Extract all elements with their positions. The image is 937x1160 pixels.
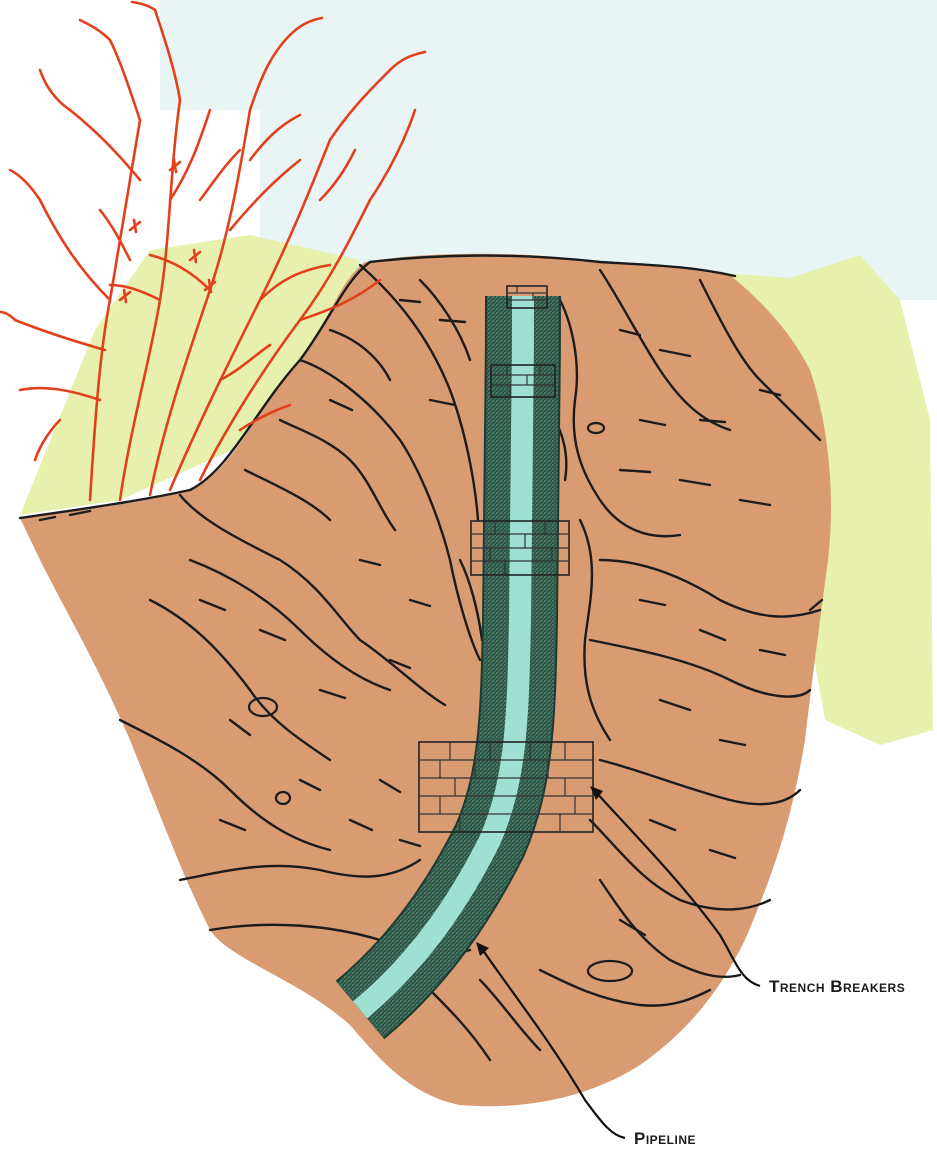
sky-background-top-left — [160, 0, 270, 110]
pipeline-label: Pipeline — [634, 1129, 696, 1148]
sky-background — [260, 0, 937, 300]
trench-breakers-label: Trench Breakers — [769, 977, 905, 996]
